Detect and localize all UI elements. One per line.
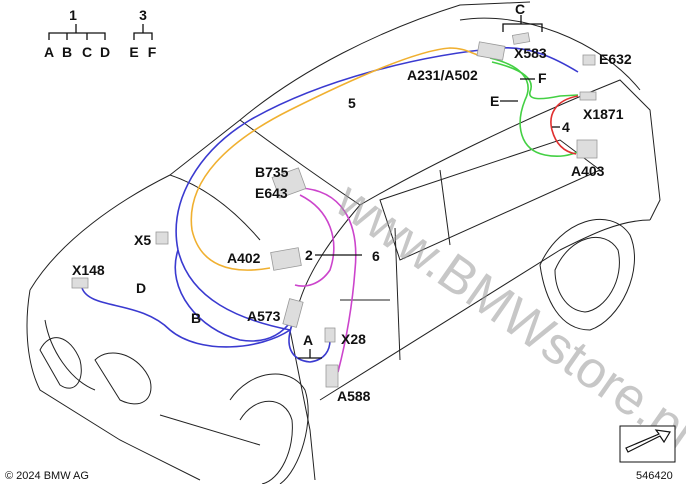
copyright: © 2024 BMW AG	[5, 470, 89, 482]
label-x583: X583	[514, 45, 547, 61]
label-x148: X148	[72, 262, 105, 278]
legend-tree-1: 1 A B C D	[44, 7, 110, 60]
label-a: A	[303, 332, 313, 348]
label-x1871: X1871	[583, 106, 624, 122]
legend-letter: E	[129, 44, 138, 60]
label-x5: X5	[134, 232, 151, 248]
wire-blue-d	[81, 287, 291, 348]
legend-tree-3: 3 E F	[129, 7, 156, 60]
wire-green-e	[489, 57, 579, 158]
wire-red	[550, 95, 579, 155]
car-outline	[26, 1, 661, 484]
part-x148	[71, 277, 89, 289]
legend-letter: D	[100, 44, 110, 60]
legend-letter: B	[62, 44, 72, 60]
label-d: D	[136, 280, 146, 296]
components	[71, 32, 598, 388]
part-x28	[324, 327, 336, 343]
legend-letter: A	[44, 44, 54, 60]
part-x1871	[579, 91, 597, 101]
view-direction-icon	[619, 425, 676, 463]
label-f: F	[538, 70, 547, 86]
wire-green-f	[491, 61, 579, 100]
wire-blue-a	[288, 324, 331, 363]
part-x5	[155, 231, 169, 245]
part-a573	[282, 298, 304, 328]
legend-number-3: 3	[139, 7, 147, 23]
label-2: 2	[305, 247, 313, 263]
label-b735: B735	[255, 164, 289, 180]
label-5: 5	[348, 95, 356, 111]
wiring-harness	[81, 47, 579, 373]
wire-purple-branch	[294, 194, 335, 287]
wire-blue-b	[174, 249, 293, 342]
part-labels: C X583 E632 A231/A502 F 5 E X1871 4 A403…	[72, 1, 632, 404]
wire-blue-roof	[175, 47, 579, 331]
wire-orange	[190, 47, 491, 271]
label-a588: A588	[337, 388, 371, 404]
part-a403	[576, 139, 598, 159]
part-b735	[271, 167, 307, 199]
label-6: 6	[372, 248, 380, 264]
legend-number-1: 1	[69, 7, 77, 23]
legend-letter: C	[82, 44, 92, 60]
wire-purple	[299, 187, 357, 373]
part-e632	[582, 54, 596, 66]
label-e643: E643	[255, 185, 288, 201]
label-a231-a502: A231/A502	[407, 67, 478, 83]
part-a588	[325, 364, 339, 388]
label-a403: A403	[571, 163, 605, 179]
legend-letter: F	[148, 44, 157, 60]
label-a402: A402	[227, 250, 261, 266]
label-x28: X28	[341, 331, 366, 347]
diagram-number: 546420	[636, 470, 673, 482]
label-b: B	[191, 310, 201, 326]
label-a573: A573	[247, 308, 281, 324]
label-e632: E632	[599, 51, 632, 67]
part-x583	[511, 32, 531, 45]
leader-lines	[298, 15, 560, 359]
label-c: C	[515, 1, 525, 17]
part-a402	[270, 247, 302, 271]
watermark: www.BMWstore.pl	[325, 171, 686, 461]
part-a231	[476, 41, 506, 61]
label-4: 4	[562, 119, 570, 135]
label-e: E	[490, 93, 499, 109]
